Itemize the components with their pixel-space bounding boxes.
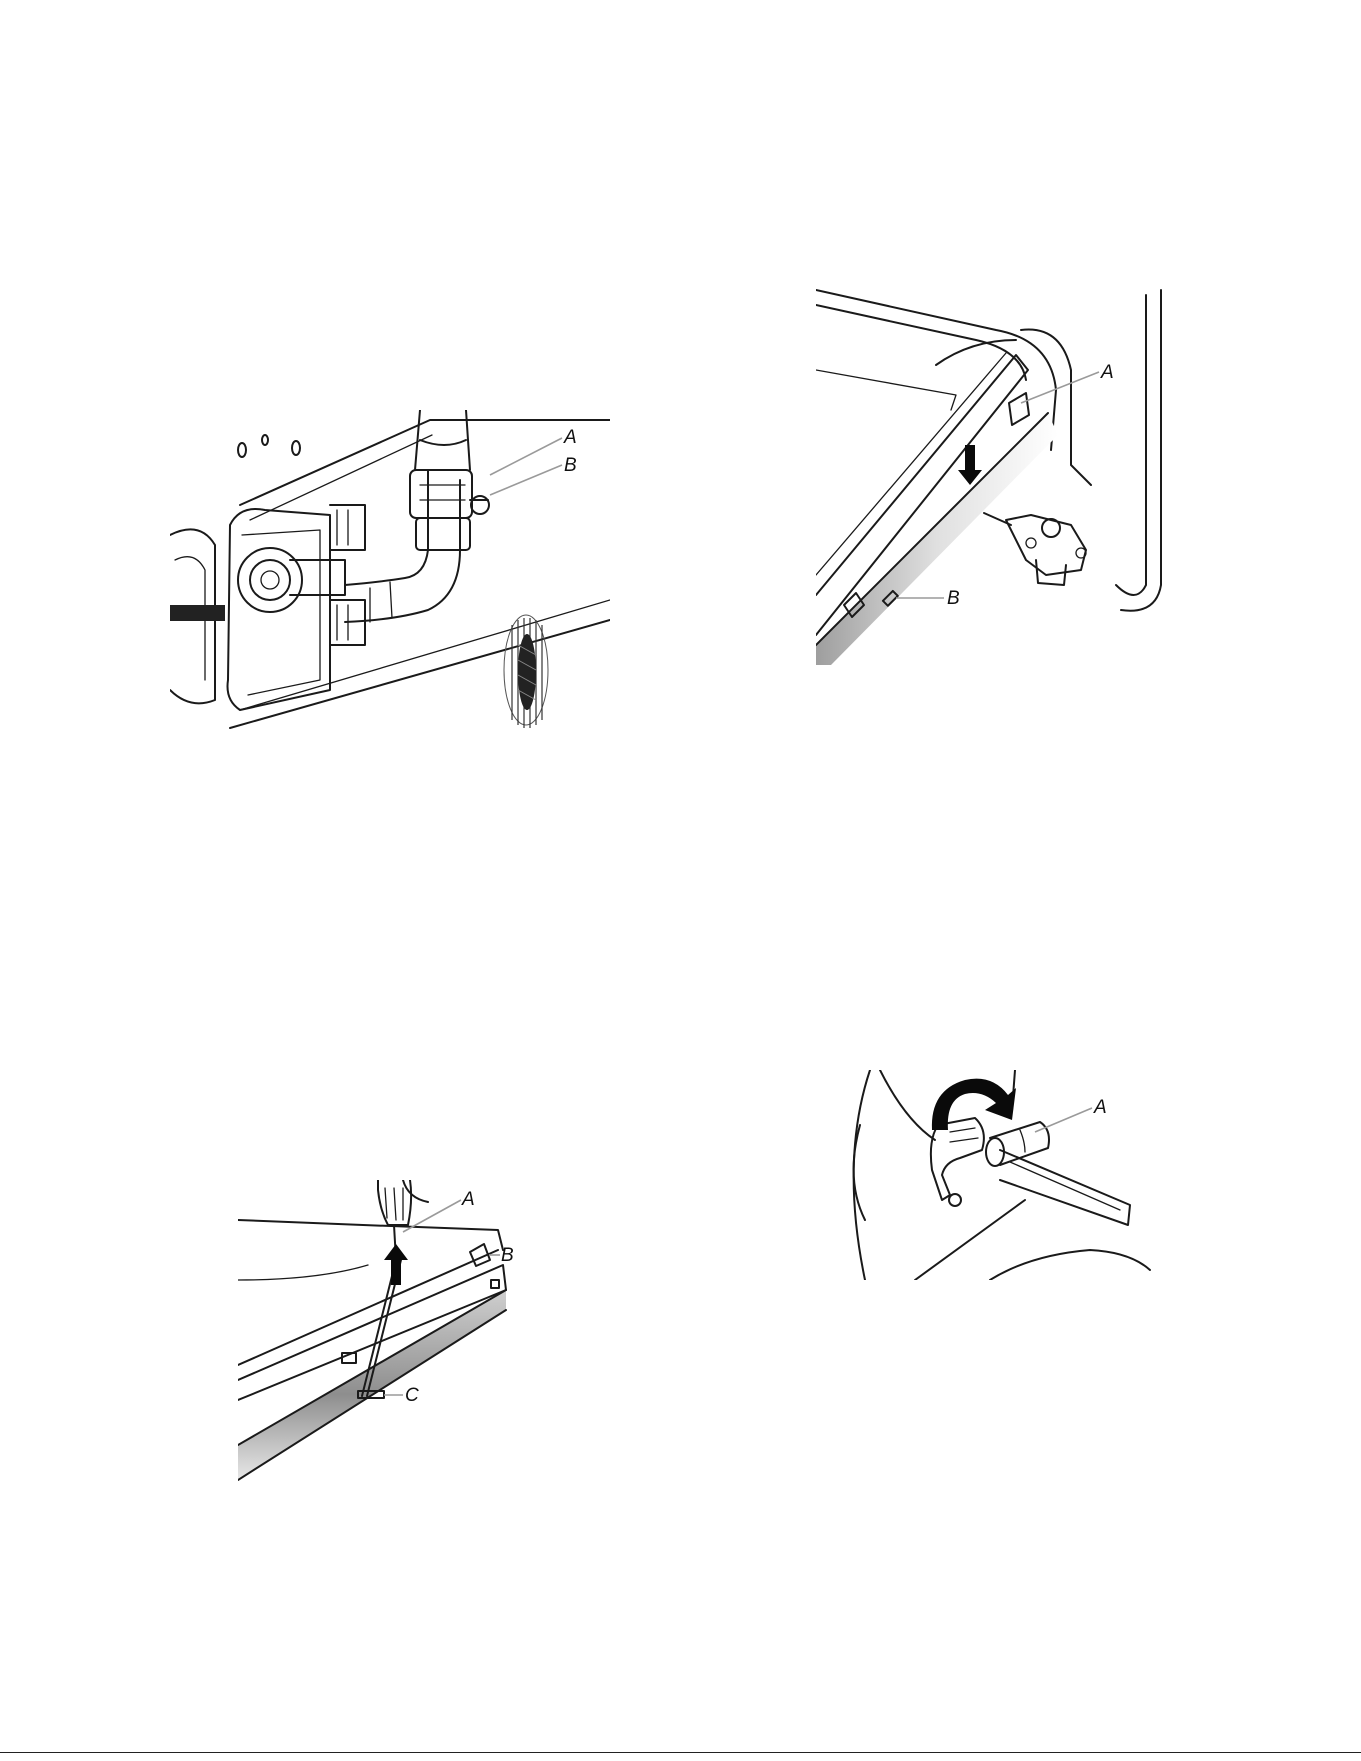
callout-a: A xyxy=(1100,362,1114,383)
rotate-arrow-icon xyxy=(932,1079,1016,1130)
inlet-screen-icon xyxy=(504,615,548,728)
lid-frame-illustration: A B xyxy=(816,285,1171,665)
valve-hose-illustration: A B xyxy=(170,410,610,735)
callout-a: A xyxy=(461,1189,475,1210)
figure-latch-rotate: A xyxy=(850,1070,1155,1280)
callout-b: B xyxy=(501,1245,514,1266)
latch-rotate-illustration: A xyxy=(850,1070,1155,1280)
callout-c: C xyxy=(405,1385,419,1406)
callout-b: B xyxy=(947,588,960,609)
figure-screwdriver-pry: A B C xyxy=(238,1180,548,1500)
screwdriver-pry-illustration: A B C xyxy=(238,1180,548,1500)
callout-a: A xyxy=(1093,1097,1107,1118)
page-footer-rule xyxy=(0,1752,1361,1753)
figure-lid-frame: A B xyxy=(816,285,1171,665)
callout-a: A xyxy=(563,427,577,448)
callout-b: B xyxy=(564,455,577,476)
figure-valve-hose: A B xyxy=(170,410,610,735)
